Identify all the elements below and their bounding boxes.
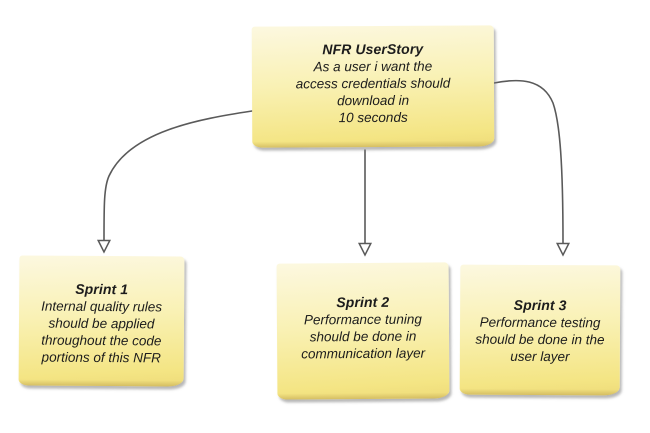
note-line: should be done in the bbox=[475, 331, 605, 348]
sticky-note-sprint-2: Sprint 2 Performance tuning should be do… bbox=[276, 262, 450, 400]
note-title: Sprint 2 bbox=[336, 293, 390, 311]
sticky-note-sprint-3: Sprint 3 Performance testing should be d… bbox=[459, 264, 621, 396]
note-line: As a user i want the bbox=[313, 58, 433, 75]
note-line: communication layer bbox=[301, 345, 426, 362]
sticky-note-sprint-1: Sprint 1 Internal quality rules should b… bbox=[18, 255, 185, 387]
note-line: user layer bbox=[510, 348, 570, 365]
note-line: 10 seconds bbox=[338, 109, 408, 126]
note-line: should be done in bbox=[309, 328, 417, 345]
arrowhead-sprint1-icon bbox=[96, 239, 112, 254]
sticky-note-nfr-userstory: NFR UserStory As a user i want the acces… bbox=[251, 25, 495, 148]
connector-root-to-sprint1 bbox=[103, 110, 253, 241]
note-line: access credentials should bbox=[295, 75, 451, 92]
arrowhead-sprint3-icon bbox=[555, 242, 571, 257]
note-line: Performance tuning bbox=[303, 311, 422, 328]
note-line: portions of this NFR bbox=[41, 349, 161, 366]
arrowhead-sprint2-icon bbox=[357, 242, 373, 257]
note-line: download in bbox=[337, 92, 410, 109]
note-line: Internal quality rules bbox=[41, 298, 163, 315]
note-line: should be applied bbox=[48, 315, 155, 332]
note-title: Sprint 3 bbox=[513, 296, 567, 314]
note-title: Sprint 1 bbox=[75, 280, 129, 298]
connector-root-to-sprint3 bbox=[493, 79, 564, 244]
note-line: Performance testing bbox=[479, 314, 601, 331]
note-line: throughout the code bbox=[41, 332, 162, 349]
note-title: NFR UserStory bbox=[322, 40, 424, 58]
